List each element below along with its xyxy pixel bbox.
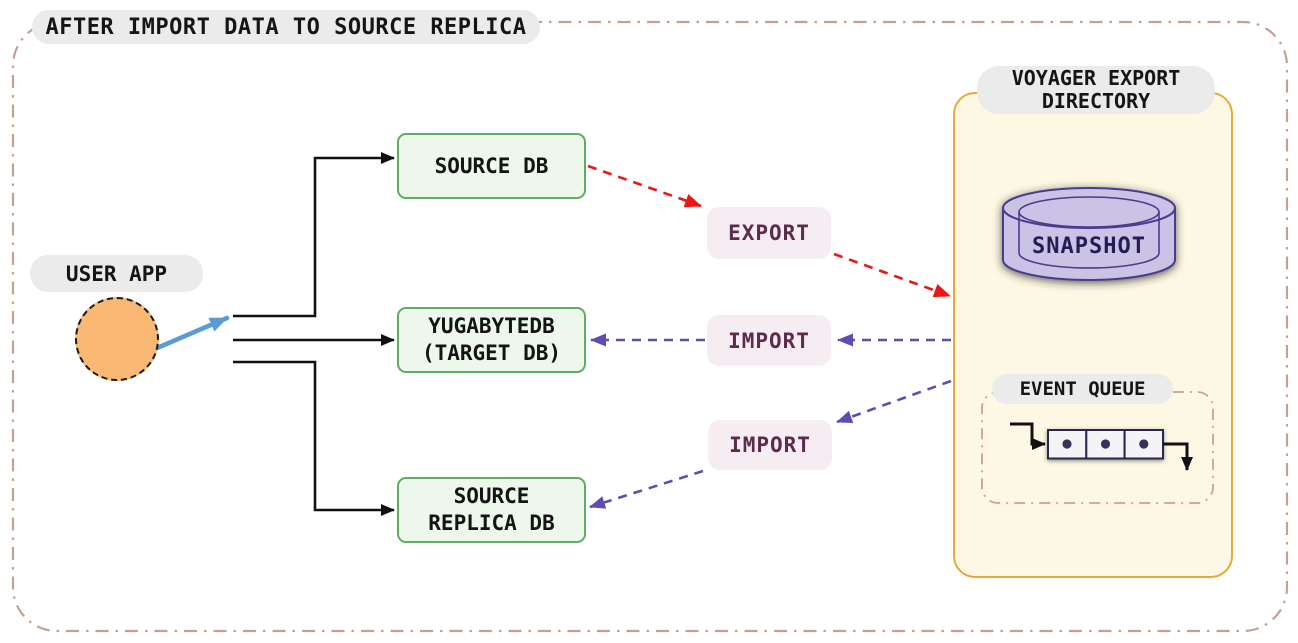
target-db-node: YUGABYTEDB (TARGET DB) — [397, 307, 586, 373]
connector-to-source-db — [233, 152, 395, 318]
event-queue-label: EVENT QUEUE — [992, 374, 1173, 404]
user-app-circle-icon — [75, 297, 159, 381]
connector-to-source-replica-db — [233, 360, 395, 516]
user-app-arrow — [154, 315, 230, 351]
export-arrow — [587, 164, 951, 298]
event-queue-dashed-box — [981, 391, 1214, 504]
export-arrow-source-to-pill — [587, 164, 702, 208]
snapshot-label: SNAPSHOT — [1032, 234, 1146, 259]
queue-inflow-arrow — [1010, 422, 1046, 450]
import-replica-pill-to-db — [589, 469, 704, 509]
queue-flow-icon — [1010, 422, 1193, 471]
import-replica-operation-label: IMPORT — [708, 420, 832, 470]
export-arrow-pill-to-voyager — [833, 252, 951, 298]
diagram-title: AFTER IMPORT DATA TO SOURCE REPLICA — [32, 10, 540, 44]
target-db-label-line2: (TARGET DB) — [421, 341, 562, 365]
import-replica-voyager-to-pill — [836, 379, 952, 424]
user-app-fork-connector — [233, 152, 395, 516]
source-db-node: SOURCE DB — [397, 133, 586, 199]
import-target-operation-label: IMPORT — [707, 315, 831, 366]
outer-dashed-frame — [11, 20, 1289, 633]
user-app-label: USER APP — [30, 255, 203, 292]
source-replica-db-node: SOURCE REPLICA DB — [397, 477, 586, 543]
target-db-label-line1: YUGABYTEDB — [428, 314, 555, 338]
queue-outflow-arrow — [1163, 442, 1193, 471]
export-operation-label: EXPORT — [707, 207, 831, 259]
voyager-title-line2: DIRECTORY — [1041, 89, 1151, 113]
source-db-label: SOURCE DB — [434, 153, 549, 178]
voyager-export-directory-panel — [953, 92, 1233, 578]
source-replica-db-label-line2: REPLICA DB — [428, 511, 555, 535]
source-replica-db-label-line1: SOURCE — [453, 484, 530, 508]
voyager-title-line1: VOYAGER EXPORT — [1011, 66, 1181, 90]
database-cylinder-icon — [1002, 187, 1176, 281]
voyager-export-directory-title: VOYAGER EXPORT DIRECTORY — [977, 66, 1215, 114]
import-arrows — [589, 333, 952, 509]
queue-cells — [1047, 429, 1164, 460]
